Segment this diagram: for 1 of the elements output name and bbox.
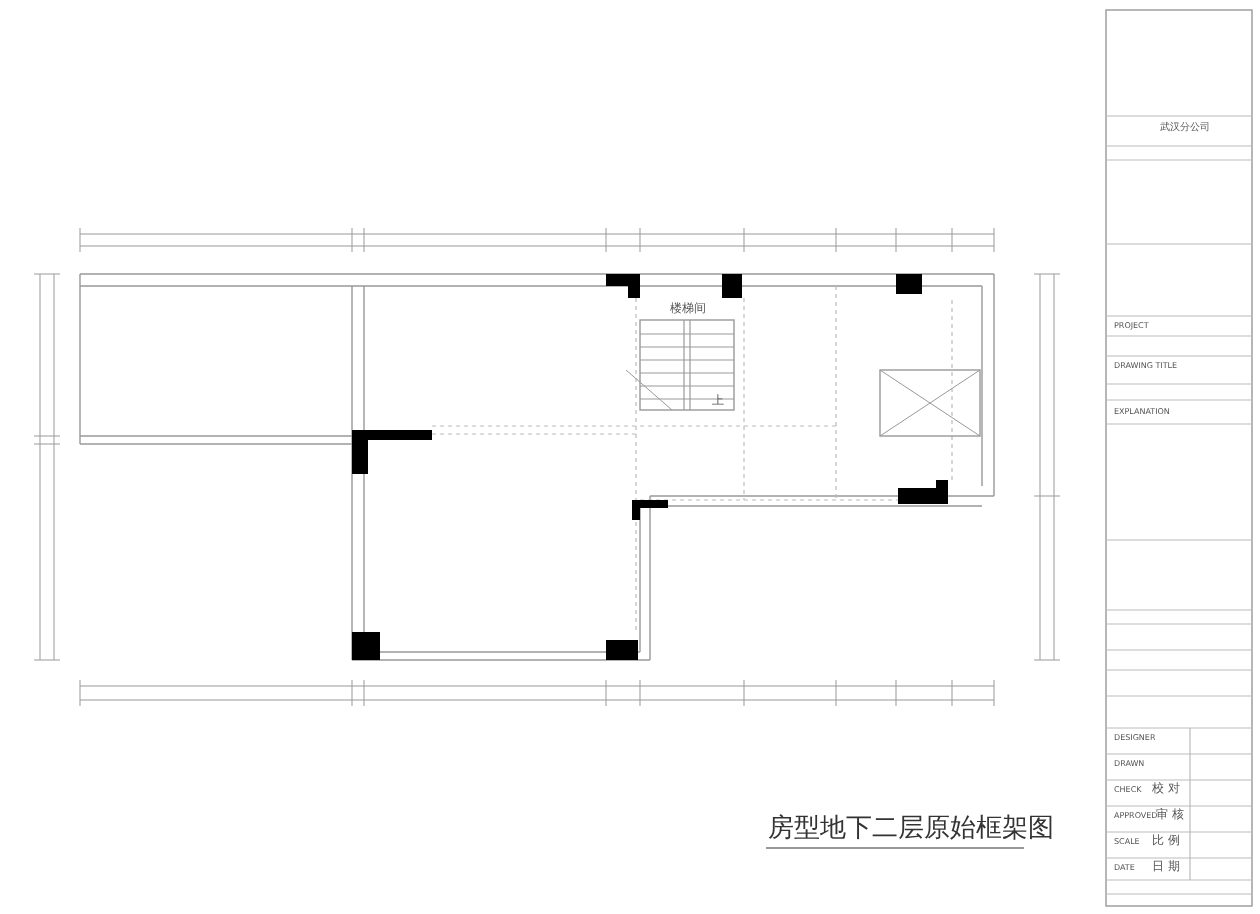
drawing-title: 房型地下二层原始框架图: [768, 816, 1054, 842]
